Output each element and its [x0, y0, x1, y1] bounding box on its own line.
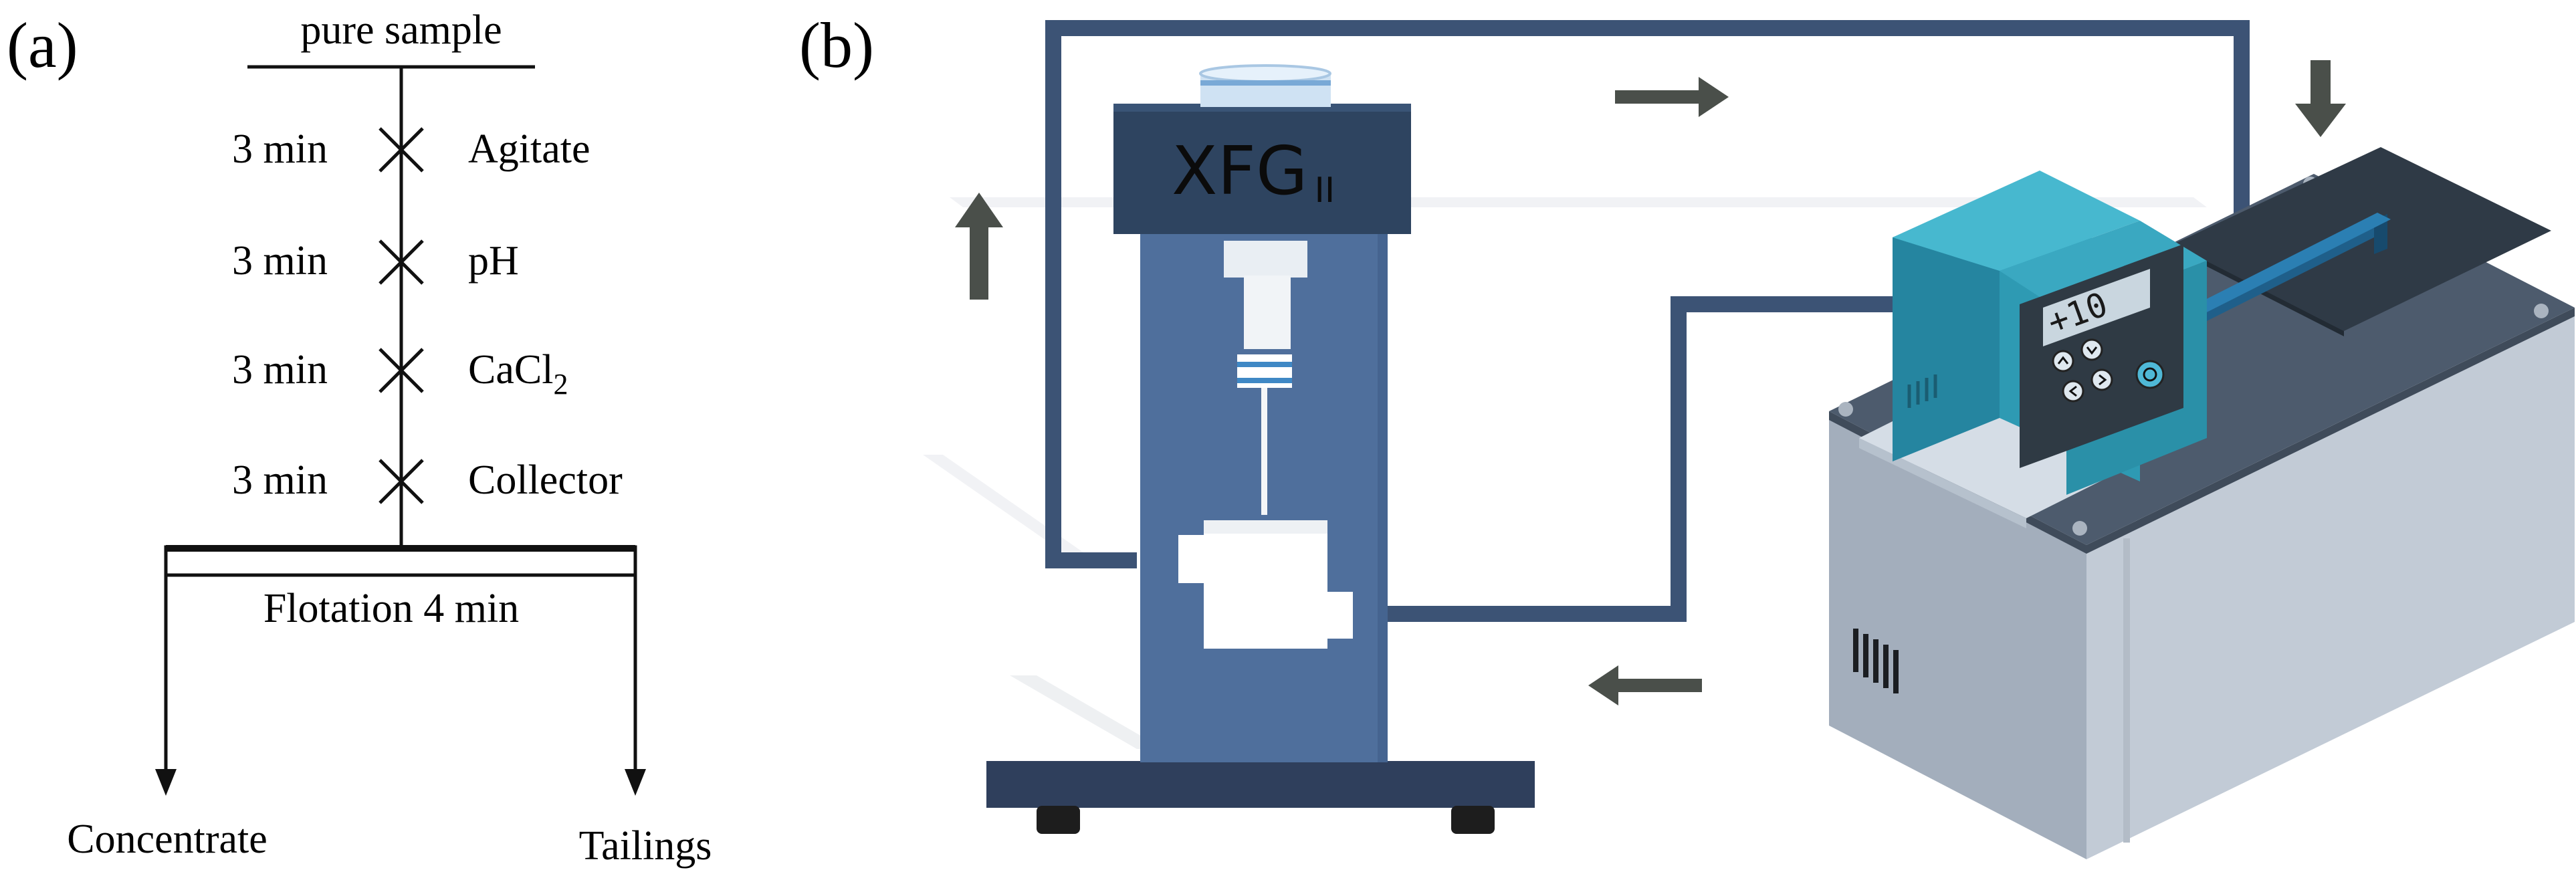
- screw-icon: [1838, 402, 1853, 417]
- screw-icon: [2072, 521, 2087, 536]
- flow-top-label: pure sample: [300, 7, 502, 53]
- lcd-display: [2043, 269, 2150, 346]
- arrow-down-icon: [625, 769, 646, 796]
- shaft-rod: [1261, 388, 1267, 515]
- right-button-icon[interactable]: [2090, 368, 2113, 391]
- up-button-icon[interactable]: [2052, 350, 2074, 372]
- step-name: CaCl2: [468, 347, 568, 401]
- step-name-main: CaCl: [468, 347, 553, 393]
- down-button-icon[interactable]: [2080, 338, 2103, 361]
- water-bath: +10: [1829, 147, 2575, 859]
- arrow-up-icon: [955, 193, 1003, 300]
- temperature-controller: +10: [1893, 171, 2207, 495]
- machine-foot: [1451, 806, 1495, 834]
- panel-a-flowsheet: (a) pure sample 3 min Agitate 3 min pH 3…: [7, 7, 712, 869]
- flow-step: 3 min CaCl2: [232, 347, 568, 401]
- shaft-upper: [1244, 276, 1291, 349]
- step-time: 3 min: [232, 347, 328, 393]
- step-time: 3 min: [232, 457, 328, 503]
- machine-head: [1113, 104, 1411, 234]
- machine-foot: [1037, 806, 1080, 834]
- power-button-icon[interactable]: [2135, 360, 2165, 389]
- flotation-label: Flotation 4 min: [263, 586, 519, 631]
- left-button-icon[interactable]: [2062, 380, 2084, 403]
- step-name: Collector: [468, 457, 623, 503]
- machine-label-main: XFG: [1172, 132, 1308, 210]
- step-name-subscript: 2: [553, 368, 568, 401]
- cell-port-left: [1178, 535, 1205, 583]
- flow-step: 3 min Collector: [232, 457, 623, 504]
- bath-side: [2086, 308, 2575, 859]
- arrow-right-icon: [1615, 77, 1729, 117]
- tailings-label: Tailings: [579, 823, 712, 869]
- panel-b-label: (b): [799, 9, 874, 81]
- arrow-left-icon: [1588, 665, 1702, 705]
- flow-step: 3 min Agitate: [232, 126, 591, 173]
- panel-a-label: (a): [7, 9, 78, 81]
- flow-arrows: [955, 60, 2346, 705]
- concentrate-label: Concentrate: [67, 816, 267, 862]
- step-name: pH: [468, 238, 519, 284]
- arrow-down-icon: [155, 769, 177, 796]
- supply-pipe: [1343, 296, 1899, 622]
- vent-grille: [1853, 629, 1899, 693]
- step-name: Agitate: [468, 126, 591, 172]
- arrow-down-icon: [2295, 60, 2346, 137]
- controller-vent: [1907, 374, 1937, 408]
- return-pipe: [1045, 20, 2250, 568]
- machine-label-suffix: II: [1315, 171, 1335, 211]
- machine-base: [986, 761, 1535, 808]
- flow-step: 3 min pH: [232, 238, 519, 285]
- screw-icon: [2534, 304, 2549, 318]
- cell-port-right: [1327, 592, 1353, 639]
- step-time: 3 min: [232, 238, 328, 284]
- shaft-collar: [1224, 241, 1307, 278]
- controller-buttons: [2052, 338, 2165, 403]
- flotation-cell: [1204, 520, 1327, 649]
- step-time: 3 min: [232, 126, 328, 172]
- circulation-pipes: [1045, 20, 2250, 622]
